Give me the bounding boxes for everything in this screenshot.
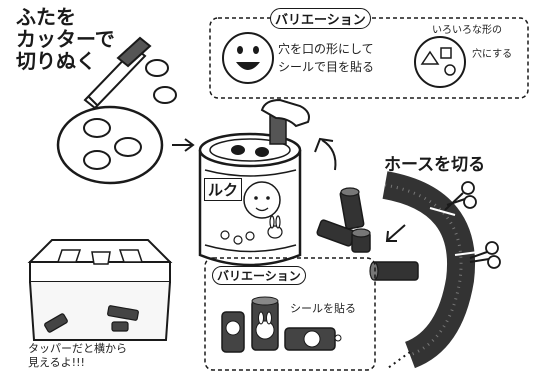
curved-arrow-icon xyxy=(314,137,337,171)
cut-lid-line3: 切りぬく xyxy=(16,49,96,73)
cut-disc-1 xyxy=(145,59,169,77)
sticker-note: シールを貼る xyxy=(290,302,356,315)
hose-pieces xyxy=(316,187,419,281)
face-note-line1: 穴を口の形にして xyxy=(278,42,374,56)
face-note: 穴を口の形にして シールで目を貼る xyxy=(278,40,374,76)
variation-bottom-label: バリエーション xyxy=(212,266,306,285)
tupperware-container xyxy=(27,239,173,341)
decorated-tubes xyxy=(221,296,342,353)
hose-cut-heading: ホースを切る xyxy=(384,155,486,175)
garden-hose xyxy=(382,171,479,369)
shapes-note-line2: 穴にする xyxy=(472,49,513,60)
dotted-trail xyxy=(387,351,411,369)
tupper-note: タッパーだと横から 見えるよ!!! xyxy=(28,342,127,370)
cutter-knife-icon xyxy=(83,36,152,110)
cut-disc-2 xyxy=(153,86,177,104)
smiley-face-icon xyxy=(222,32,274,84)
variation-top-label: バリエーション xyxy=(270,8,371,29)
can-label: ルク xyxy=(204,178,243,201)
hand-with-tube xyxy=(260,98,310,145)
shapes-note-line1: いろいろな形の xyxy=(432,25,502,36)
cut-lid-line1: ふたを xyxy=(16,5,76,29)
tupper-note-line2: 見えるよ!!! xyxy=(28,356,85,369)
variation-bottom-box xyxy=(204,257,376,371)
arrow-right-icon xyxy=(172,138,195,152)
cut-lid-heading: ふたを カッターで 切りぬく xyxy=(16,6,115,72)
arrow-down-left-icon xyxy=(385,224,406,242)
scissors-icon xyxy=(444,181,477,211)
scissors-icon-2 xyxy=(469,241,501,269)
face-note-line2: シールで目を貼る xyxy=(278,60,375,74)
shapes-lid-icon xyxy=(414,36,466,88)
lid-with-holes xyxy=(56,105,164,185)
cut-lid-line2: カッターで xyxy=(16,27,115,51)
tupper-note-line1: タッパーだと横から xyxy=(28,342,127,355)
